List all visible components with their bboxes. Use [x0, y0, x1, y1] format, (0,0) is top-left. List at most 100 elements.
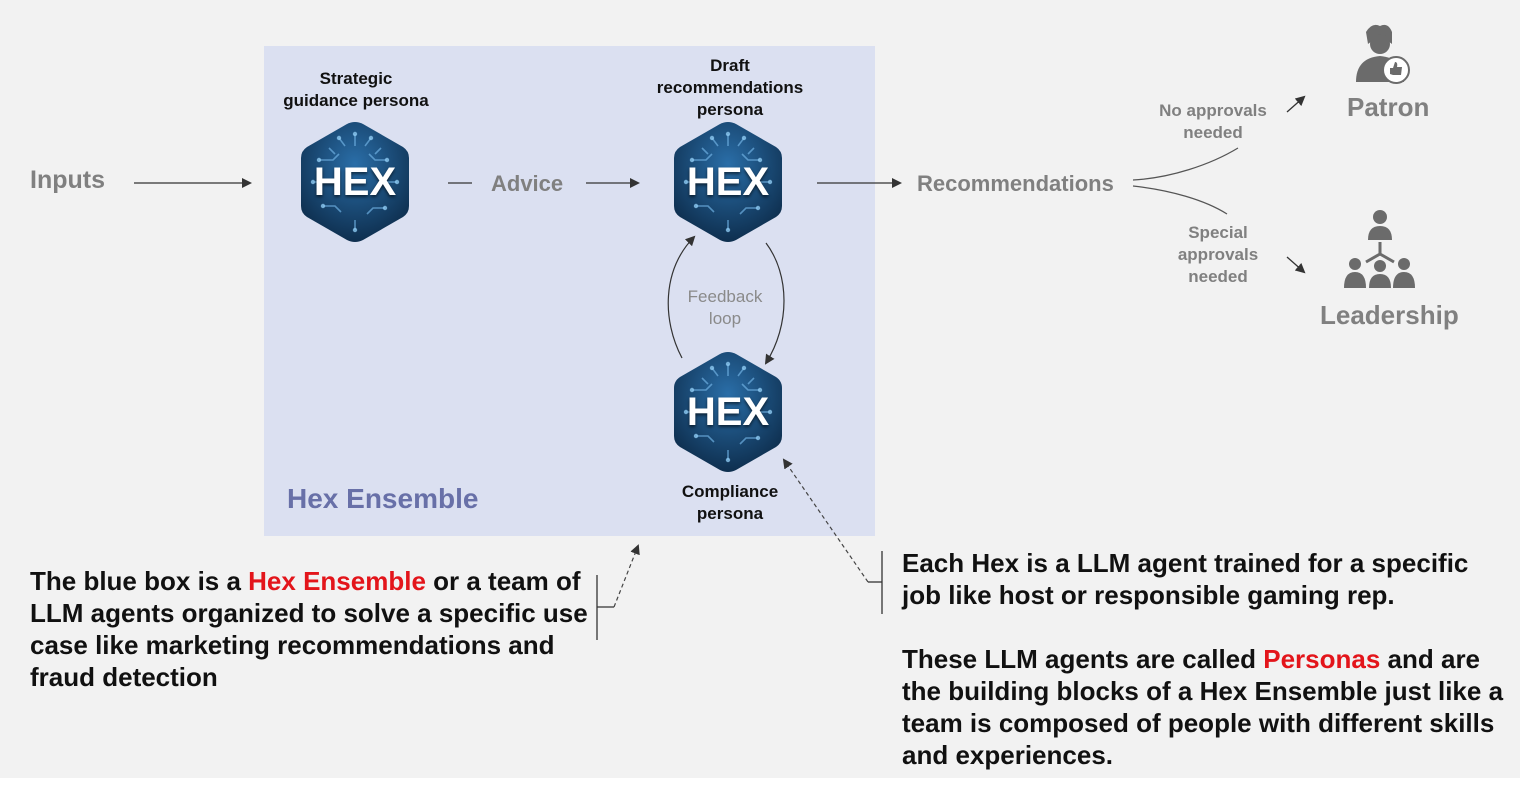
note-left-text-1: The blue box is a [30, 566, 249, 596]
circuit-node [394, 179, 400, 185]
compliance-title-line-2: persona [696, 504, 764, 523]
recommendations-label: Recommendations [917, 171, 1114, 196]
circuit-trace [739, 437, 758, 445]
circuit-trace [368, 153, 387, 161]
inputs-label: Inputs [30, 166, 105, 194]
circuit-node [382, 205, 388, 211]
strategic-hex-text: HEX [313, 159, 397, 204]
leadership-arrow [1286, 256, 1306, 274]
compliance-hex-text: HEX [686, 389, 770, 434]
circuit-node [316, 157, 322, 163]
ensemble-explanation-note: The blue box is a Hex Ensemble or a team… [30, 565, 590, 693]
draft-title-line-2: recommendations [656, 78, 804, 97]
circuit-node [757, 157, 763, 163]
circuit-trace [328, 147, 336, 155]
circuit-node [725, 227, 731, 233]
branch-to-patron [1132, 147, 1239, 181]
circuit-trace [323, 205, 342, 213]
compliance-persona-title: Compliance persona [660, 481, 800, 525]
hex-circuit-icon [674, 122, 782, 242]
draft-hex-node: HEX [672, 120, 784, 244]
hex-circuit-icon [674, 352, 782, 472]
hex-explanation-note: Each Hex is a LLM agent trained for a sp… [902, 548, 1469, 610]
patron-thumbs-up-icon [1356, 24, 1410, 84]
circuit-node [689, 157, 695, 163]
hexagon-shape [301, 122, 409, 242]
hexagon-shape [674, 352, 782, 472]
leadership-condition-line-2: approvals [1177, 245, 1259, 264]
patron-condition: No approvals needed [1150, 100, 1276, 144]
leadership-condition: Special approvals needed [1168, 222, 1268, 288]
circuit-trace [741, 383, 760, 391]
strategic-persona-title: Strategic guidance persona [275, 68, 437, 112]
strategic-title-line-2: guidance persona [283, 91, 429, 110]
circuit-trace [366, 207, 385, 215]
patron-condition-line-1: No approvals [1159, 101, 1267, 120]
note-left-pointer [613, 544, 640, 608]
circuit-trace [696, 435, 715, 443]
note-right-text-1: These LLM agents are called [902, 644, 1264, 674]
compliance-hex-node: HEX [672, 350, 784, 474]
compliance-title-line-1: Compliance [681, 482, 779, 501]
circuit-node [767, 179, 773, 185]
circuit-node [741, 365, 747, 371]
circuit-node [741, 135, 747, 141]
circuit-trace [374, 147, 382, 155]
circuit-trace [701, 147, 709, 155]
note-right-highlight: Personas [1263, 644, 1381, 674]
circuit-node [757, 387, 763, 393]
feedback-line-2: loop [708, 309, 742, 328]
draft-hex-text: HEX [686, 159, 770, 204]
branch-to-leadership [1132, 185, 1228, 215]
feedback-loop-label: Feedback loop [680, 286, 770, 330]
circuit-trace [692, 153, 713, 161]
circuit-node [368, 135, 374, 141]
circuit-node [725, 361, 731, 367]
circuit-node [689, 387, 695, 393]
circuit-node [693, 433, 699, 439]
draft-title-line-3: persona [696, 100, 764, 119]
feedback-down-arrow [764, 242, 785, 365]
circuit-node [352, 131, 358, 137]
circuit-trace [747, 377, 755, 385]
persona-explanation-note: These LLM agents are called Personas and… [902, 643, 1512, 771]
hex-ensemble-label: Hex Ensemble [287, 483, 479, 514]
circuit-node [310, 179, 316, 185]
circuit-node [725, 131, 731, 137]
circuit-node [683, 179, 689, 185]
circuit-trace [692, 383, 713, 391]
circuit-node [725, 457, 731, 463]
hex-circuit-icon [301, 122, 409, 242]
circuit-node [755, 435, 761, 441]
circuit-node [336, 135, 342, 141]
circuit-trace [747, 147, 755, 155]
leadership-condition-line-1: Special [1188, 223, 1248, 242]
circuit-node [683, 409, 689, 415]
feedback-line-1: Feedback [687, 287, 763, 306]
circuit-node [352, 227, 358, 233]
circuit-node [767, 409, 773, 415]
circuit-trace [319, 153, 340, 161]
circuit-node [320, 203, 326, 209]
circuit-node [755, 205, 761, 211]
circuit-trace [696, 205, 715, 213]
org-chart-icon [1344, 210, 1415, 288]
patron-condition-line-2: needed [1183, 123, 1243, 142]
strategic-hex-node: HEX [299, 120, 411, 244]
circuit-trace [739, 207, 758, 215]
hexagon-shape [674, 122, 782, 242]
feedback-up-arrow [667, 235, 696, 359]
advice-label: Advice [491, 171, 564, 196]
patron-arrow [1286, 95, 1306, 113]
circuit-node [384, 157, 390, 163]
circuit-node [693, 203, 699, 209]
leadership-condition-line-3: needed [1188, 267, 1248, 286]
circuit-node [709, 365, 715, 371]
circuit-node [709, 135, 715, 141]
circuit-trace [741, 153, 760, 161]
note-left-highlight: Hex Ensemble [248, 566, 426, 596]
leadership-label: Leadership [1320, 300, 1459, 330]
patron-label: Patron [1347, 92, 1430, 122]
note-right-pointer [782, 458, 869, 583]
